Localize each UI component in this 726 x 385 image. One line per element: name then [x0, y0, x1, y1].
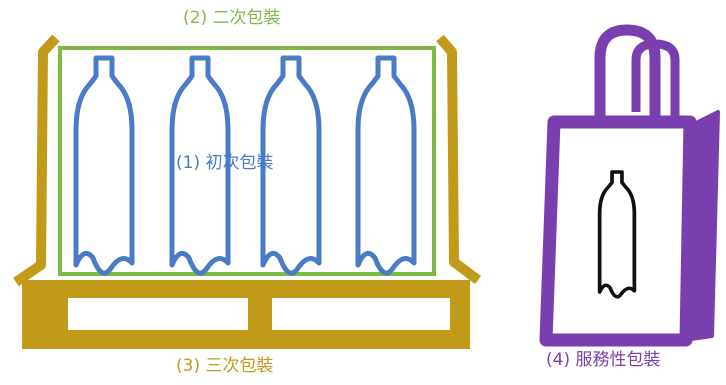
shopping-bag-icon [539, 24, 720, 347]
secondary-packaging-label: (2) 二次包裝 [183, 8, 281, 28]
tertiary-packaging-label: (3) 三次包裝 [176, 356, 274, 376]
bottle-1 [76, 58, 132, 273]
bottle-4 [358, 58, 414, 273]
bag-handle-inner [631, 39, 680, 158]
pallet-right-post [436, 34, 481, 284]
bag-front [539, 115, 697, 347]
service-packaging-label: (4) 服務性包裝 [546, 350, 661, 370]
primary-packaging-label: (1) 初次包裝 [176, 153, 274, 173]
secondary-package-box [58, 46, 436, 276]
pallet-left-post [13, 34, 60, 287]
pallet-base [22, 280, 470, 349]
pallet-icon [13, 34, 481, 287]
